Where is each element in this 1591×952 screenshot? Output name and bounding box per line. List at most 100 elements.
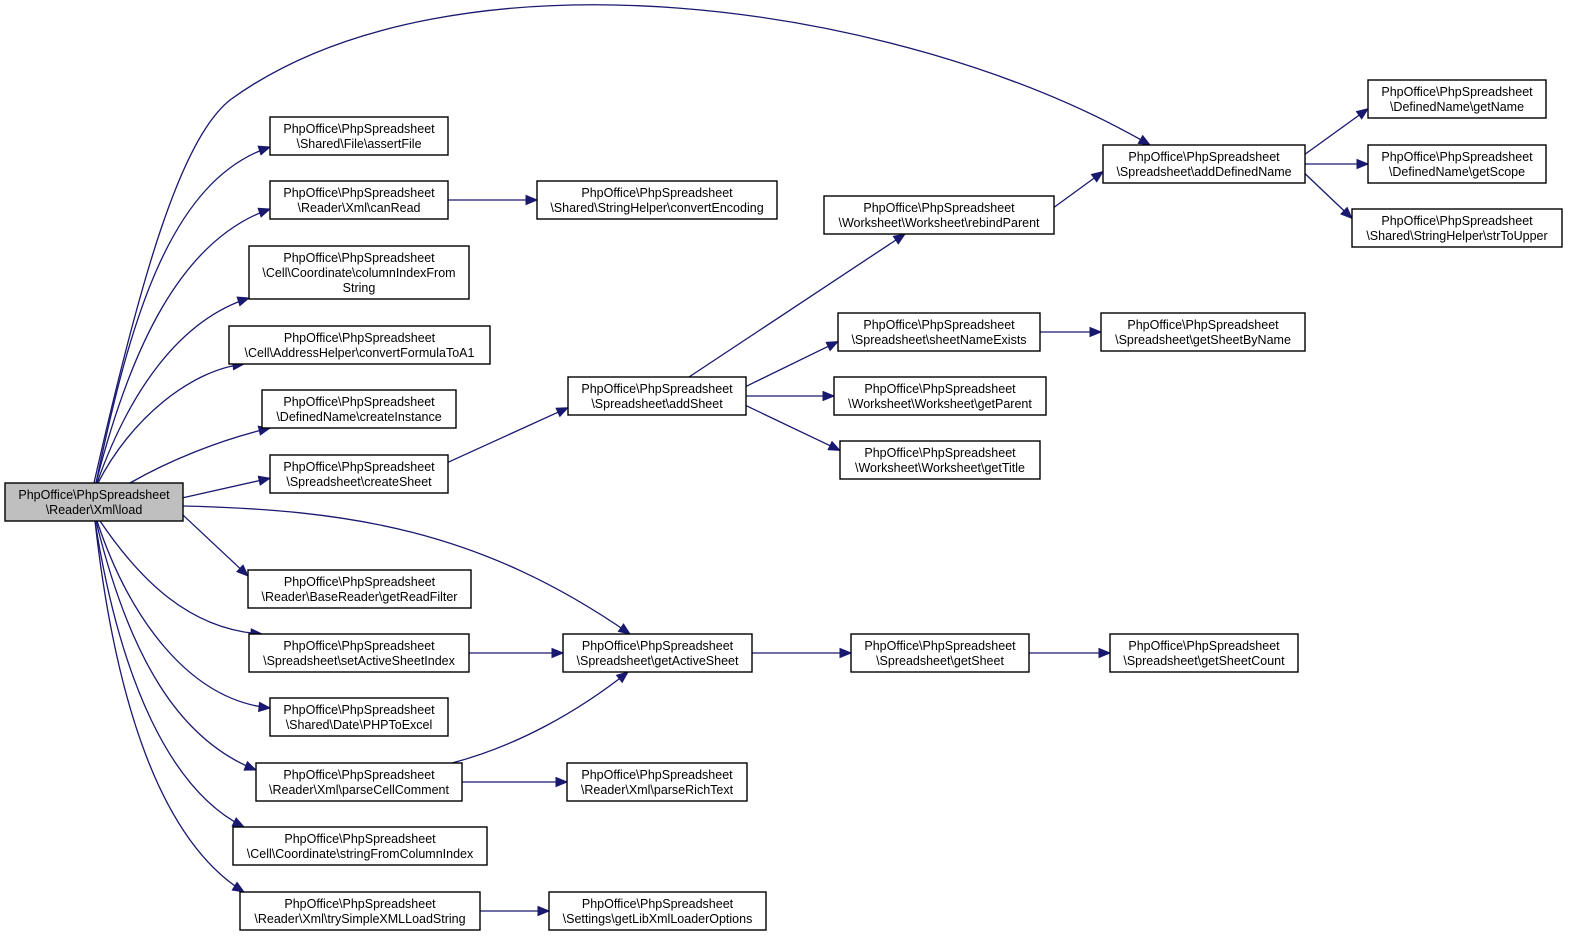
node-label-line: \Spreadsheet\setActiveSheetIndex bbox=[263, 654, 456, 668]
node-label-line: \Shared\StringHelper\strToUpper bbox=[1366, 229, 1547, 243]
node-label-line: PhpOffice\PhpSpreadsheet bbox=[1128, 639, 1280, 653]
node-getLibXmlLoaderOptions[interactable]: PhpOffice\PhpSpreadsheet\Settings\getLib… bbox=[548, 891, 767, 931]
node-label-line: PhpOffice\PhpSpreadsheet bbox=[18, 488, 170, 502]
node-label-line: PhpOffice\PhpSpreadsheet bbox=[284, 331, 436, 345]
node-box bbox=[269, 116, 449, 156]
node-canRead[interactable]: PhpOffice\PhpSpreadsheet\Reader\Xml\canR… bbox=[269, 180, 449, 220]
edge-rebindParent-to-addDefinedName bbox=[1053, 170, 1105, 208]
edge-addDefinedName-to-getName bbox=[1304, 107, 1370, 155]
edge-canRead-to-convertEncoding bbox=[448, 194, 539, 206]
edge-setActiveSheetIndex-to-getActiveSheet bbox=[469, 647, 565, 659]
call-nodes: PhpOffice\PhpSpreadsheet\Reader\Xml\load… bbox=[4, 79, 1563, 931]
node-rebindParent[interactable]: PhpOffice\PhpSpreadsheet\Worksheet\Works… bbox=[823, 195, 1055, 235]
node-box bbox=[1109, 633, 1299, 673]
node-getTitle[interactable]: PhpOffice\PhpSpreadsheet\Worksheet\Works… bbox=[839, 440, 1041, 480]
node-strToUpper[interactable]: PhpOffice\PhpSpreadsheet\Shared\StringHe… bbox=[1351, 208, 1563, 248]
node-label-line: \Spreadsheet\getSheetByName bbox=[1115, 333, 1291, 347]
node-box bbox=[248, 633, 470, 673]
node-getSheetCount[interactable]: PhpOffice\PhpSpreadsheet\Spreadsheet\get… bbox=[1109, 633, 1299, 673]
edge-load-to-columnIndexFromString bbox=[96, 296, 251, 484]
node-label-line: PhpOffice\PhpSpreadsheet bbox=[582, 897, 734, 911]
node-label-line: \Reader\BaseReader\getReadFilter bbox=[262, 590, 458, 604]
node-stringFromColumnIndex[interactable]: PhpOffice\PhpSpreadsheet\Cell\Coordinate… bbox=[232, 826, 488, 866]
node-label-line: \Reader\Xml\parseCellComment bbox=[269, 783, 449, 797]
edge-addDefinedName-to-strToUpper bbox=[1304, 173, 1353, 220]
node-label-line: PhpOffice\PhpSpreadsheet bbox=[283, 395, 435, 409]
node-label-line: PhpOffice\PhpSpreadsheet bbox=[581, 382, 733, 396]
node-box bbox=[247, 569, 472, 609]
node-label-line: PhpOffice\PhpSpreadsheet bbox=[864, 382, 1016, 396]
node-label-line: String bbox=[343, 281, 376, 295]
node-parseRichText[interactable]: PhpOffice\PhpSpreadsheet\Reader\Xml\pars… bbox=[566, 762, 748, 802]
edge-load-to-canRead bbox=[95, 207, 272, 484]
node-label-line: \Reader\Xml\load bbox=[46, 503, 143, 517]
node-getParent[interactable]: PhpOffice\PhpSpreadsheet\Worksheet\Works… bbox=[833, 376, 1047, 416]
node-getScope[interactable]: PhpOffice\PhpSpreadsheet\DefinedName\get… bbox=[1367, 144, 1547, 184]
node-label-line: PhpOffice\PhpSpreadsheet bbox=[283, 703, 435, 717]
node-label-line: \Shared\StringHelper\convertEncoding bbox=[550, 201, 763, 215]
node-box bbox=[248, 245, 470, 300]
node-createInstance[interactable]: PhpOffice\PhpSpreadsheet\DefinedName\cre… bbox=[261, 389, 457, 429]
edge-load-to-setActiveSheetIndex bbox=[99, 520, 264, 639]
node-label-line: \Cell\Coordinate\columnIndexFrom bbox=[262, 266, 455, 280]
node-label-line: \Spreadsheet\getSheet bbox=[876, 654, 1004, 668]
edge-createSheet-to-addSheet bbox=[447, 407, 570, 463]
node-box bbox=[833, 376, 1047, 416]
node-parseCellComment[interactable]: PhpOffice\PhpSpreadsheet\Reader\Xml\pars… bbox=[255, 762, 463, 802]
node-getActiveSheet[interactable]: PhpOffice\PhpSpreadsheet\Spreadsheet\get… bbox=[562, 633, 753, 673]
node-trySimpleXMLLoadString[interactable]: PhpOffice\PhpSpreadsheet\Reader\Xml\tryS… bbox=[239, 891, 481, 931]
node-getReadFilter[interactable]: PhpOffice\PhpSpreadsheet\Reader\BaseRead… bbox=[247, 569, 472, 609]
node-getSheet[interactable]: PhpOffice\PhpSpreadsheet\Spreadsheet\get… bbox=[850, 633, 1030, 673]
node-label-line: \Worksheet\Worksheet\getParent bbox=[848, 397, 1032, 411]
edge-parseCellComment-to-parseRichText bbox=[462, 776, 569, 788]
node-label-line: PhpOffice\PhpSpreadsheet bbox=[284, 575, 436, 589]
node-PHPToExcel[interactable]: PhpOffice\PhpSpreadsheet\Shared\Date\PHP… bbox=[269, 697, 449, 737]
edge-load-to-PHPToExcel bbox=[96, 520, 272, 713]
node-getSheetByName[interactable]: PhpOffice\PhpSpreadsheet\Spreadsheet\get… bbox=[1100, 312, 1306, 352]
node-box bbox=[261, 389, 457, 429]
node-sheetNameExists[interactable]: PhpOffice\PhpSpreadsheet\Spreadsheet\she… bbox=[837, 312, 1041, 352]
node-getName[interactable]: PhpOffice\PhpSpreadsheet\DefinedName\get… bbox=[1367, 79, 1547, 119]
node-setActiveSheetIndex[interactable]: PhpOffice\PhpSpreadsheet\Spreadsheet\set… bbox=[248, 633, 470, 673]
node-box bbox=[1102, 144, 1306, 184]
edge-trySimpleXMLLoadString-to-getLibXmlLoaderOptions bbox=[480, 905, 551, 917]
node-box bbox=[562, 633, 753, 673]
edge-load-to-createSheet bbox=[182, 475, 272, 499]
node-label-line: PhpOffice\PhpSpreadsheet bbox=[283, 639, 435, 653]
node-label-line: \Spreadsheet\createSheet bbox=[286, 475, 432, 489]
edge-parseCellComment-to-getActiveSheet bbox=[451, 671, 630, 764]
node-label-line: PhpOffice\PhpSpreadsheet bbox=[581, 768, 733, 782]
node-box bbox=[566, 762, 748, 802]
node-label-line: PhpOffice\PhpSpreadsheet bbox=[581, 186, 733, 200]
node-label-line: \Settings\getLibXmlLoaderOptions bbox=[563, 912, 753, 926]
node-label-line: PhpOffice\PhpSpreadsheet bbox=[283, 186, 435, 200]
edge-addSheet-to-rebindParent bbox=[688, 233, 907, 378]
node-box bbox=[1351, 208, 1563, 248]
edge-load-to-assertFile bbox=[95, 145, 272, 484]
edge-load-to-getActiveSheet bbox=[182, 505, 632, 635]
node-box bbox=[536, 180, 778, 220]
node-label-line: PhpOffice\PhpSpreadsheet bbox=[284, 897, 436, 911]
node-addSheet[interactable]: PhpOffice\PhpSpreadsheet\Spreadsheet\add… bbox=[567, 376, 747, 416]
node-assertFile[interactable]: PhpOffice\PhpSpreadsheet\Shared\File\ass… bbox=[269, 116, 449, 156]
call-edges bbox=[93, 4, 1370, 917]
node-label-line: \Reader\Xml\trySimpleXMLLoadString bbox=[254, 912, 465, 926]
node-load[interactable]: PhpOffice\PhpSpreadsheet\Reader\Xml\load bbox=[4, 482, 184, 522]
node-label-line: \Shared\Date\PHPToExcel bbox=[286, 718, 433, 732]
edge-load-to-parseCellComment bbox=[95, 520, 258, 771]
node-box bbox=[228, 325, 491, 365]
edge-getActiveSheet-to-getSheet bbox=[752, 647, 853, 659]
edge-load-to-getReadFilter bbox=[182, 514, 249, 577]
node-convertFormulaToA1[interactable]: PhpOffice\PhpSpreadsheet\Cell\AddressHel… bbox=[228, 325, 491, 365]
node-convertEncoding[interactable]: PhpOffice\PhpSpreadsheet\Shared\StringHe… bbox=[536, 180, 778, 220]
node-label-line: \DefinedName\getScope bbox=[1389, 165, 1525, 179]
node-label-line: PhpOffice\PhpSpreadsheet bbox=[283, 460, 435, 474]
node-label-line: \Spreadsheet\getActiveSheet bbox=[577, 654, 739, 668]
node-columnIndexFromString[interactable]: PhpOffice\PhpSpreadsheet\Cell\Coordinate… bbox=[248, 245, 470, 300]
node-addDefinedName[interactable]: PhpOffice\PhpSpreadsheet\Spreadsheet\add… bbox=[1102, 144, 1306, 184]
edge-addDefinedName-to-getScope bbox=[1305, 158, 1370, 170]
node-createSheet[interactable]: PhpOffice\PhpSpreadsheet\Spreadsheet\cre… bbox=[269, 454, 449, 494]
node-box bbox=[1100, 312, 1306, 352]
node-label-line: PhpOffice\PhpSpreadsheet bbox=[283, 251, 435, 265]
